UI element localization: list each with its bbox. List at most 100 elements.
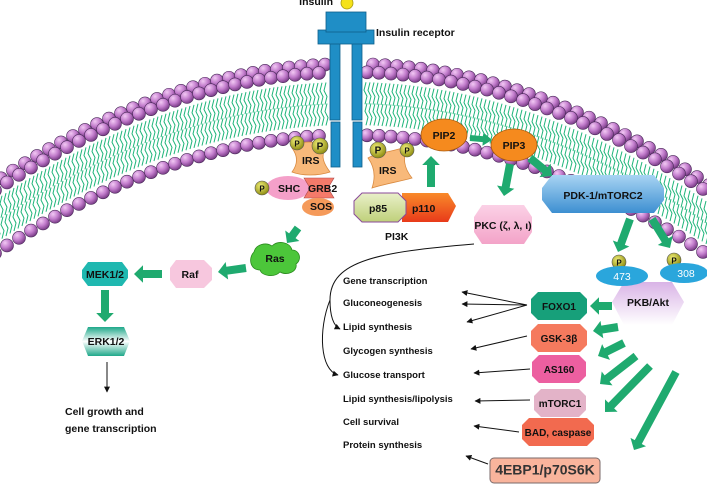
phosphate-label: P xyxy=(259,185,265,194)
pdk-label: PDK-1/mTORC2 xyxy=(563,190,642,202)
pip2-node: PIP2 xyxy=(420,118,468,152)
outcome-label: Gluconeogenesis xyxy=(343,298,422,309)
mek-label: MEK1/2 xyxy=(86,269,124,281)
green-arrow xyxy=(605,363,653,412)
erk-node: ERK1/2 xyxy=(82,327,130,356)
green-arrow xyxy=(600,352,639,386)
effect-arrow xyxy=(474,397,531,404)
phospho-group: P xyxy=(399,142,415,158)
raf-node: Raf xyxy=(170,260,212,288)
green-arrow xyxy=(134,265,162,283)
ras-label: Ras xyxy=(265,253,284,265)
green-arrow xyxy=(218,262,247,280)
raf-label: Raf xyxy=(182,269,199,281)
phosphate-icon xyxy=(311,137,329,155)
pip3-label: PIP3 xyxy=(503,140,526,152)
phospho-group: P xyxy=(611,254,627,270)
effect-arrow xyxy=(461,290,528,306)
ras-node: Ras xyxy=(250,242,300,276)
phospho-group: P xyxy=(369,141,387,159)
pip2-label: PIP2 xyxy=(433,130,456,142)
phosphorylation-sites: P P P P P P P xyxy=(254,135,682,270)
phosphate-icon xyxy=(369,141,387,159)
lipid-tails xyxy=(0,82,707,245)
green-arrow xyxy=(285,225,302,243)
effect-arrow xyxy=(473,423,520,433)
grb2-label: GRB2 xyxy=(308,183,337,195)
green-arrow xyxy=(598,339,626,360)
effect-arrow xyxy=(461,301,528,308)
outcome-label: Lipid synthesis/lipolysis xyxy=(343,394,453,405)
outcome-label: Lipid synthesis xyxy=(343,322,412,333)
effector-mtorc1: mTORC1 xyxy=(534,389,586,417)
effector-label: GSK-3β xyxy=(541,334,578,345)
effector-label: AS160 xyxy=(544,365,575,376)
effect-arrow xyxy=(473,368,531,376)
erk-label: ERK1/2 xyxy=(88,336,125,348)
pi3k-label: PI3K xyxy=(385,231,409,243)
effector-label: 4EBP1/p70S6K xyxy=(495,462,595,478)
green-arrow xyxy=(593,320,619,339)
insulin-ligand: Insulin xyxy=(299,0,354,10)
green-arrow xyxy=(630,370,680,450)
site-308-label: 308 xyxy=(677,268,695,280)
green-arrow xyxy=(96,290,114,322)
green-arrow xyxy=(590,297,612,315)
phosphate-icon xyxy=(289,135,305,151)
green-arrow xyxy=(422,156,440,187)
pkc-label: PKC (ζ, λ, ι) xyxy=(474,220,531,232)
green-arrow xyxy=(648,216,673,248)
effector-gsk-3-: GSK-3β xyxy=(531,324,587,352)
mek-node: MEK1/2 xyxy=(82,262,128,286)
activation-arrows xyxy=(96,132,680,450)
outcome-label: Cell survival xyxy=(343,417,399,428)
effector-foxo1: FOXO1 xyxy=(531,292,587,320)
pip3-node: PIP3 xyxy=(490,128,538,162)
green-arrow xyxy=(612,217,634,252)
cell-growth-label: Cell growth and xyxy=(65,406,144,418)
phosphate-label: P xyxy=(375,146,382,157)
p85-label: p85 xyxy=(369,203,387,215)
green-arrow xyxy=(497,163,515,196)
shc-label: SHC xyxy=(278,183,301,195)
effector-as160: AS160 xyxy=(532,355,586,383)
insulin-receptor-label: Insulin receptor xyxy=(376,27,455,39)
irs-pi3k-complex: IRS p110 p85 PI3K xyxy=(353,145,456,243)
phospho-group: P xyxy=(254,180,270,196)
insulin-label: Insulin xyxy=(299,0,333,8)
phosphate-label: P xyxy=(294,140,300,149)
effector-bad-caspase: BAD, caspase xyxy=(522,418,594,446)
effector-label: mTORC1 xyxy=(539,399,582,410)
phosphate-icon xyxy=(254,180,270,196)
phospholipid-heads xyxy=(0,57,707,259)
phospho-group: P xyxy=(311,137,329,155)
green-arrow xyxy=(469,132,492,146)
phospho-group: P xyxy=(289,135,305,151)
effect-arrows xyxy=(321,243,531,465)
outcome-label: Glucose transport xyxy=(343,370,426,381)
pkb-akt-node: 473 308 PKB/Akt xyxy=(596,263,707,325)
akt-label: PKB/Akt xyxy=(627,297,670,309)
effector-4ebp1-p70s6k: 4EBP1/p70S6K xyxy=(489,457,601,484)
phosphate-label: P xyxy=(317,142,324,153)
phosphate-icon xyxy=(399,142,415,158)
phosphate-label: P xyxy=(616,259,622,268)
phosphate-label: P xyxy=(671,257,677,266)
irs-shc-complex: IRS SHC GRB2 SOS xyxy=(266,141,337,216)
effector-label: BAD, caspase xyxy=(525,428,592,439)
green-arrow xyxy=(527,154,552,178)
insulin-receptor xyxy=(317,11,375,168)
gene-transcription-outcome-label: gene transcription xyxy=(65,423,157,435)
irs-left-label: IRS xyxy=(302,155,320,167)
irs-right-label: IRS xyxy=(379,165,397,177)
pkc-node: PKC (ζ, λ, ι) xyxy=(474,205,532,244)
outcome-label: Gene transcription xyxy=(343,276,428,287)
outcome-label: Protein synthesis xyxy=(343,440,422,451)
p110-label: p110 xyxy=(412,203,436,215)
effect-arrow xyxy=(466,304,528,324)
outcome-label: Glycogen synthesis xyxy=(343,346,433,357)
cell-membrane xyxy=(0,57,707,259)
phosphate-label: P xyxy=(404,147,410,156)
